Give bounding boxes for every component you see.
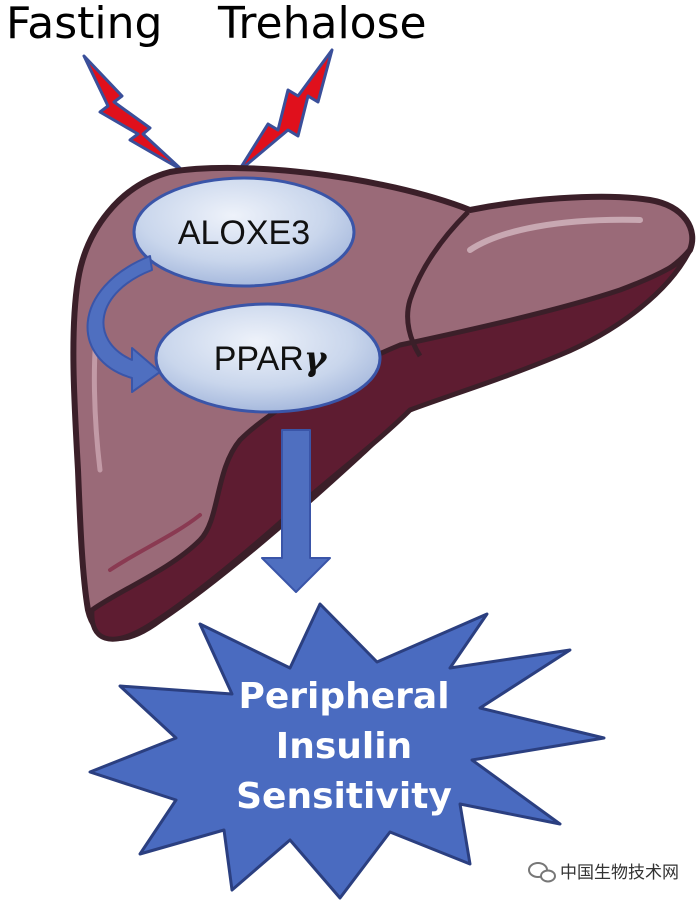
outcome-line-3: Sensitivity (236, 776, 452, 817)
wechat-icon (528, 862, 556, 883)
watermark-text: 中国生物技术网 (560, 863, 679, 883)
ppar-gamma-label: PPARγ (214, 339, 328, 379)
watermark: 中国生物技术网 (528, 862, 679, 883)
aloxe3-label: ALOXE3 (178, 214, 310, 252)
outcome-line-1: Peripheral (238, 676, 449, 717)
trehalose-lightning-icon (236, 48, 334, 174)
title-fasting: Fasting (6, 0, 162, 49)
ppar-gamma-node (154, 302, 382, 414)
outcome-starburst (88, 602, 606, 900)
title-trehalose: Trehalose (217, 0, 427, 49)
curved-arrow-icon (86, 255, 161, 393)
gamma-symbol: γ (304, 339, 328, 379)
fasting-lightning-icon (82, 54, 184, 172)
down-arrow-icon (261, 429, 331, 593)
outcome-line-2: Insulin (276, 726, 412, 767)
aloxe3-node (132, 176, 356, 288)
